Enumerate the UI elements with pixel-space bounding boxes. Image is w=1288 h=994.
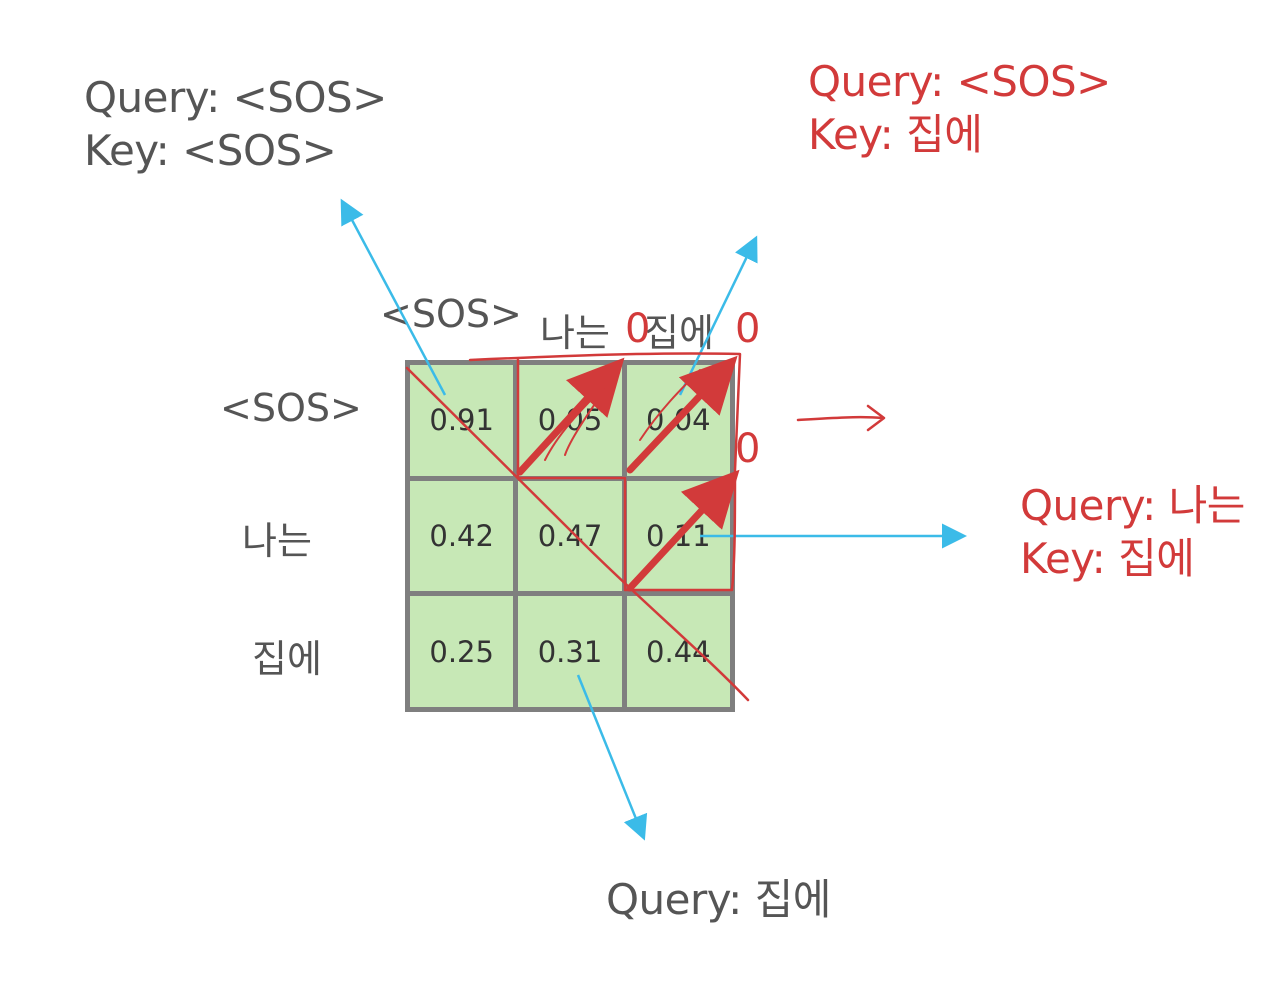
attention-matrix: 0.91 0.05 0.04 0.42 0.47 0.11 0.25 0.31 … [405,360,735,712]
mask-zero-0-2: 0 [735,306,761,352]
annotation-bottom-query: Query: 집에 [606,875,831,924]
annotation-mid-right-query: Query: 나는 [1020,481,1245,530]
row-header-sos: <SOS> [220,386,362,430]
annotation-top-right-query: Query: <SOS> [808,57,1111,106]
annotation-top-left-key: Key: <SOS> [84,125,337,175]
annotation-bottom: Query: 집에 [606,874,831,927]
row-header-jibe: 집에 [252,637,322,681]
annotation-top-right: Query: <SOS> Key: 집에 [808,56,1111,161]
mask-zero-0-1: 0 [625,306,651,352]
cell-0-2: 0.04 [626,365,730,476]
cell-0-0: 0.91 [410,365,514,476]
column-header-sos: <SOS> [380,292,522,336]
column-header-jibe: 집에 [644,311,714,355]
row-header-naneun: 나는 [242,519,312,563]
annotation-top-right-key: Key: 집에 [808,109,983,159]
cell-2-2: 0.44 [626,596,730,707]
red-right-arrow [796,404,886,432]
column-header-naneun: 나는 [540,311,610,355]
cell-1-1: 0.47 [518,480,622,592]
annotation-top-left: Query: <SOS> Key: <SOS> [84,72,387,177]
mask-zero-1-2: 0 [735,426,761,472]
cell-1-2: 0.11 [626,480,730,592]
cell-2-1: 0.31 [518,596,622,707]
cell-0-1: 0.05 [518,365,622,476]
cell-1-0: 0.42 [410,480,514,592]
annotation-mid-right: Query: 나는 Key: 집에 [1020,480,1245,585]
cell-2-0: 0.25 [410,596,514,707]
annotation-top-left-query: Query: <SOS> [84,73,387,122]
annotation-mid-right-key: Key: 집에 [1020,533,1195,583]
